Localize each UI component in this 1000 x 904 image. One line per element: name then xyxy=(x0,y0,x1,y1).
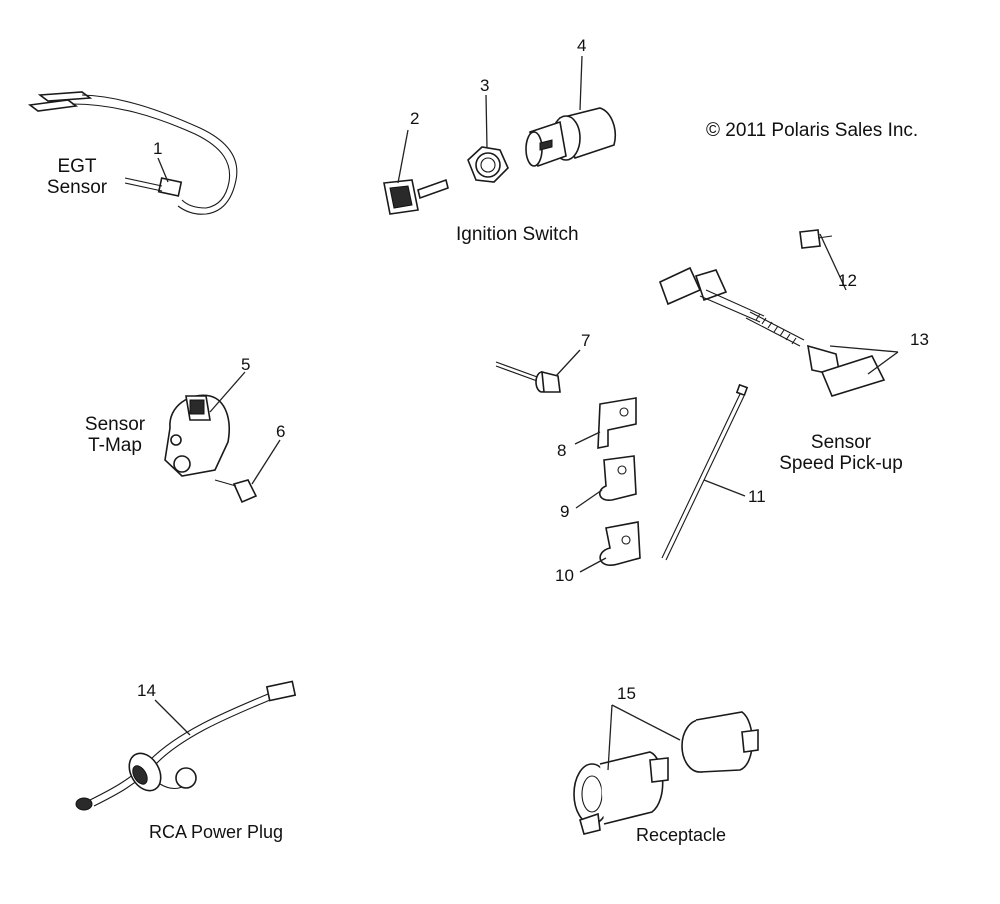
clip-9-part xyxy=(575,455,637,509)
egt-caption-line1: EGT xyxy=(57,156,97,177)
callout-11: 11 xyxy=(748,487,766,506)
pin-sensor-part xyxy=(495,349,581,393)
cable-tie-part xyxy=(661,383,749,561)
ignition-switch-caption: Ignition Switch xyxy=(456,224,579,245)
rca-power-plug-caption: RCA Power Plug xyxy=(149,822,284,842)
callout-10: 10 xyxy=(555,566,574,585)
callout-13: 13 xyxy=(910,330,929,349)
speed-caption-line2: Speed Pick-up xyxy=(779,453,903,474)
egt-sensor-part xyxy=(27,91,238,215)
tmap-caption-line2: T-Map xyxy=(88,435,142,456)
clip-10-part xyxy=(579,521,641,573)
copyright-notice: © 2011 Polaris Sales Inc. xyxy=(706,120,919,141)
egt-caption-line2: Sensor xyxy=(46,177,108,198)
callout-14: 14 xyxy=(137,681,156,700)
callout-7: 7 xyxy=(581,331,591,350)
rca-power-plug-part xyxy=(75,680,297,811)
callout-5: 5 xyxy=(241,355,251,374)
ignition-key-part xyxy=(383,129,449,215)
ignition-nut-part xyxy=(467,94,509,183)
callout-9: 9 xyxy=(560,502,570,521)
tmap-caption-line1: Sensor xyxy=(84,414,146,435)
callout-3: 3 xyxy=(480,76,490,95)
callout-12: 12 xyxy=(838,271,857,290)
receptacle-caption: Receptacle xyxy=(636,825,727,845)
tmap-sensor-caption: Sensor T-Map xyxy=(80,414,150,456)
callout-8: 8 xyxy=(557,441,567,460)
speed-sensor-caption: Sensor Speed Pick-up xyxy=(766,432,916,474)
tmap-sensor-part xyxy=(164,371,281,504)
receptacle-part xyxy=(573,704,759,835)
egt-sensor-caption: EGT Sensor xyxy=(42,156,112,198)
callout-4: 4 xyxy=(577,36,587,55)
clip-8-part xyxy=(574,397,637,449)
callout-1: 1 xyxy=(153,139,163,158)
callout-6: 6 xyxy=(276,422,286,441)
callout-2: 2 xyxy=(410,109,420,128)
callout-15: 15 xyxy=(617,684,636,703)
speed-sensor-part xyxy=(658,229,899,397)
speed-caption-line1: Sensor xyxy=(810,432,872,453)
ignition-switch-part xyxy=(525,55,616,168)
